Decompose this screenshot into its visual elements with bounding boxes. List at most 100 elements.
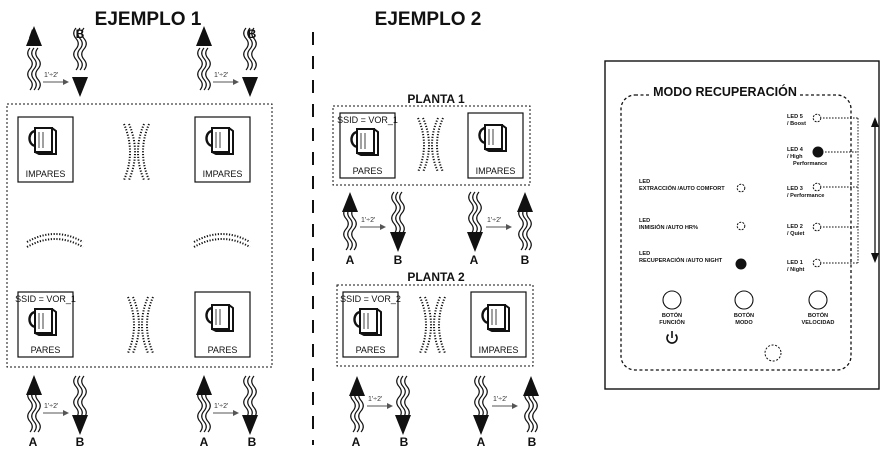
svg-text:BOTÓN: BOTÓN: [734, 311, 754, 319]
label-a: A: [200, 27, 209, 41]
unit-label: PARES: [31, 345, 61, 355]
svg-text:/ Quiet: / Quiet: [787, 231, 805, 237]
ventilation-unit: IMPARES: [17, 116, 74, 183]
led-indicator: [736, 221, 746, 231]
svg-text:BOTÓN: BOTÓN: [662, 311, 682, 319]
svg-text:Performance: Performance: [793, 161, 827, 167]
svg-text:BOTÓN: BOTÓN: [808, 311, 828, 319]
ventilation-unit: IMPARES: [470, 291, 527, 358]
time-label: 1'÷2': [368, 396, 382, 403]
building-boundary: [6, 103, 273, 368]
mode-button[interactable]: BOTÓN MODO: [734, 290, 754, 326]
svg-text:INMISIÓN /AUTO HR%: INMISIÓN /AUTO HR%: [639, 223, 698, 231]
time-label: 1'÷2': [44, 403, 58, 410]
airflow-pair: 1'÷2' A B: [196, 26, 258, 97]
led-1: LED 1 / Night: [787, 258, 822, 273]
label-b: B: [248, 435, 257, 449]
label-a: A: [29, 27, 38, 41]
svg-text:FUNCIÓN: FUNCIÓN: [659, 318, 684, 326]
led-3: LED 3 / Performance: [787, 182, 824, 199]
label-a: A: [200, 435, 209, 449]
svg-text:/ Night: / Night: [787, 267, 805, 273]
airflow-pair: 1'÷2' A B: [26, 375, 88, 449]
unit-label: PARES: [356, 345, 386, 355]
svg-text:LED: LED: [639, 251, 650, 257]
led-4: LED 4 / High Performance: [787, 146, 827, 167]
ssid-label: SSID = VOR_2: [340, 294, 401, 304]
svg-text:LED 4: LED 4: [787, 147, 804, 153]
svg-text:/ High: / High: [787, 154, 803, 160]
led-indicator: [812, 146, 824, 158]
led-inmision: LED INMISIÓN /AUTO HR%: [639, 218, 746, 231]
sensor-indicator: [764, 344, 782, 362]
label-b: B: [394, 253, 403, 267]
led-recuperacion: LED RECUPERACIÓN /AUTO NIGHT: [639, 251, 747, 270]
floor1-title: PLANTA 1: [407, 92, 465, 106]
svg-text:LED 1: LED 1: [787, 260, 803, 266]
svg-text:/ Performance: / Performance: [787, 193, 824, 199]
label-b: B: [528, 435, 537, 449]
time-label: 1'÷2': [493, 396, 507, 403]
ventilation-unit: PARES: [194, 291, 251, 358]
led-indicator: [812, 222, 822, 232]
svg-text:LED: LED: [639, 218, 650, 224]
ventilation-unit: SSID = VOR_1 PARES: [337, 112, 398, 179]
power-icon: [666, 331, 678, 344]
wireless-signal-icon: [123, 123, 150, 181]
wireless-signal-icon: [26, 233, 84, 248]
svg-text:EXTRACCIÓN /AUTO COMFORT: EXTRACCIÓN /AUTO COMFORT: [639, 184, 725, 192]
svg-text:VELOCIDAD: VELOCIDAD: [802, 320, 835, 326]
led-indicator: [736, 183, 746, 193]
svg-text:MODO: MODO: [735, 320, 753, 326]
panel-title: MODO RECUPERACIÓN: [653, 84, 797, 99]
unit-label: PARES: [208, 345, 238, 355]
floor2-title: PLANTA 2: [407, 270, 465, 284]
example1-title: EJEMPLO 1: [95, 9, 202, 30]
wireless-signal-icon: [419, 296, 446, 354]
airflow-pair: 1'÷2' A B: [342, 192, 406, 267]
ventilation-unit: SSID = VOR_1 PARES: [15, 291, 76, 358]
airflow-pair: 1'÷2' A B: [467, 192, 533, 267]
unit-label: PARES: [353, 166, 383, 176]
ssid-label: SSID = VOR_1: [15, 294, 76, 304]
unit-label: IMPARES: [479, 345, 519, 355]
label-a: A: [352, 435, 361, 449]
airflow-pair: 1'÷2' A B: [349, 376, 411, 449]
label-b: B: [521, 253, 530, 267]
svg-text:LED 5: LED 5: [787, 114, 803, 120]
ventilation-unit: SSID = VOR_2 PARES: [340, 291, 401, 358]
airflow-pair: 1'÷2' A B: [196, 375, 258, 449]
floor1-boundary: [332, 105, 531, 186]
ventilation-unit: IMPARES: [194, 116, 251, 183]
function-button[interactable]: BOTÓN FUNCIÓN: [659, 290, 685, 326]
led-indicator: [812, 113, 822, 123]
ssid-label: SSID = VOR_1: [337, 115, 398, 125]
speed-button[interactable]: BOTÓN VELOCIDAD: [802, 290, 835, 326]
example2-title: EJEMPLO 2: [375, 9, 482, 30]
airflow-pair: 1'÷2' A B: [26, 26, 88, 97]
led-indicator: [735, 258, 747, 270]
unit-label: IMPARES: [26, 169, 66, 179]
svg-text:RECUPERACIÓN /AUTO NIGHT: RECUPERACIÓN /AUTO NIGHT: [639, 256, 723, 264]
led-2: LED 2 / Quiet: [787, 222, 822, 237]
label-a: A: [29, 435, 38, 449]
unit-label: IMPARES: [476, 166, 516, 176]
svg-text:LED 3: LED 3: [787, 186, 803, 192]
time-label: 1'÷2': [361, 217, 375, 224]
label-a: A: [477, 435, 486, 449]
floor2-boundary: [336, 284, 534, 367]
led-indicator: [812, 258, 822, 268]
led-extraccion: LED EXTRACCIÓN /AUTO COMFORT: [639, 179, 746, 193]
led-5: LED 5 / Boost: [787, 113, 822, 127]
label-a: A: [346, 253, 355, 267]
unit-label: IMPARES: [203, 169, 243, 179]
wireless-signal-icon: [193, 233, 251, 248]
label-b: B: [400, 435, 409, 449]
label-b: B: [76, 27, 85, 41]
time-label: 1'÷2': [214, 72, 228, 79]
svg-text:LED 2: LED 2: [787, 224, 803, 230]
label-b: B: [76, 435, 85, 449]
label-a: A: [470, 253, 479, 267]
speed-led-bracket: [823, 117, 859, 264]
